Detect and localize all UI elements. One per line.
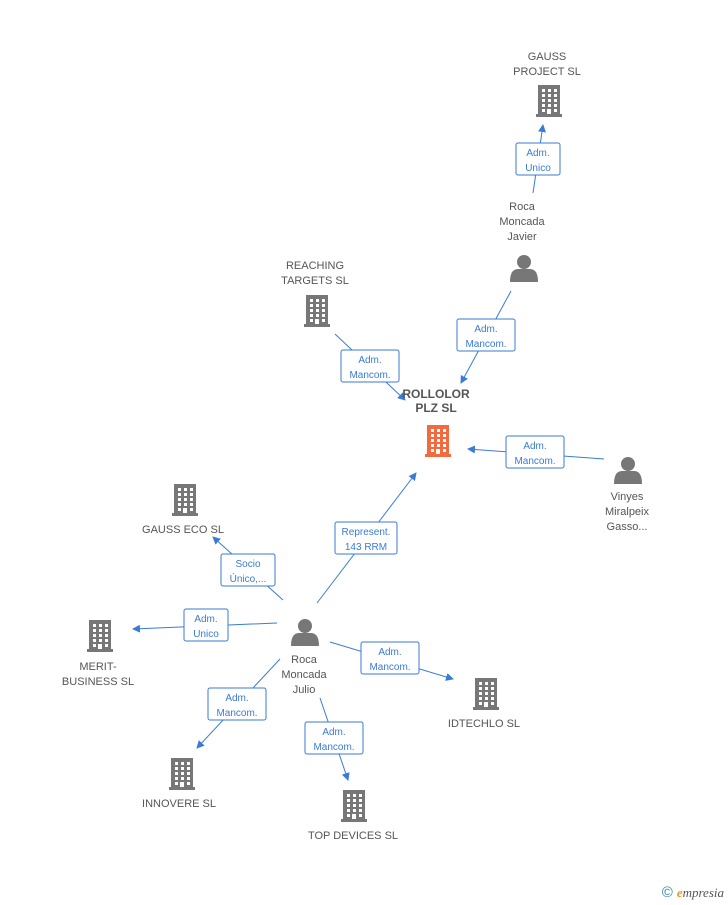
node-gauss-project[interactable]: GAUSS PROJECT SL — [513, 51, 581, 117]
edge-label-line: Socio — [235, 559, 260, 570]
edge-roca-julio-to-idtechlo: Adm. Mancom. — [329, 641, 454, 681]
node-label-line: TARGETS SL — [281, 275, 349, 287]
edge-label-line: Unico — [525, 163, 551, 174]
edge-label-line: Mancom. — [514, 456, 555, 467]
node-label-line: Moncada — [281, 669, 327, 681]
edge-label-box[interactable] — [183, 608, 229, 642]
edge-label-line: Adm. — [474, 324, 497, 335]
node-top-devices[interactable]: TOP DEVICES SL — [308, 790, 398, 842]
node-gauss-eco[interactable]: GAUSS ECO SL — [142, 484, 224, 536]
node-reaching[interactable]: REACHING TARGETS SL — [281, 260, 349, 327]
building-icon — [172, 484, 198, 516]
edge-label-line: Unico — [193, 629, 219, 640]
node-label-line: Gasso... — [607, 521, 648, 533]
edge-label-box[interactable] — [456, 318, 516, 352]
edge-label-box[interactable] — [207, 687, 267, 721]
node-label-line: REACHING — [286, 260, 344, 272]
edge-roca-julio-to-merit: Adm. Unico — [132, 608, 278, 642]
node-label-line: PLZ SL — [415, 401, 456, 415]
edge-label-line: Mancom. — [349, 370, 390, 381]
node-label-line: Julio — [293, 684, 316, 696]
edge-label-line: Adm. — [322, 727, 345, 738]
edge-label-box[interactable] — [304, 721, 364, 755]
node-label-line: PROJECT SL — [513, 66, 581, 78]
edge-roca-javier-to-gauss-project: Adm. Unico — [515, 124, 561, 194]
edge-label-line: Adm. — [225, 693, 248, 704]
edge-label-line: Mancom. — [369, 662, 410, 673]
edge-label-line: Adm. — [358, 355, 381, 366]
copyright-icon: © — [661, 884, 673, 901]
edge-label-line: Adm. — [378, 647, 401, 658]
building-icon — [304, 295, 330, 327]
edge-label-box[interactable] — [505, 435, 565, 469]
node-label-line: Vinyes — [611, 491, 644, 503]
node-label-line: Javier — [507, 231, 537, 243]
edge-label-line: Mancom. — [216, 708, 257, 719]
person-icon — [614, 457, 642, 484]
edge-label-box[interactable] — [515, 142, 561, 176]
edge-label-box[interactable] — [220, 553, 276, 587]
node-innovere[interactable]: INNOVERE SL — [142, 758, 216, 810]
person-icon — [510, 255, 538, 282]
brand-initial: e — [676, 884, 683, 900]
node-label-line: Miralpeix — [605, 506, 650, 518]
node-vinyes[interactable]: VinyesMiralpeixGasso... — [605, 457, 650, 533]
edge-reaching-to-rollolor: Adm. Mancom. — [334, 333, 406, 401]
edge-roca-julio-to-top-devices: Adm. Mancom. — [304, 697, 364, 781]
node-label-line: GAUSS ECO SL — [142, 524, 224, 536]
building-icon — [536, 85, 562, 117]
node-label-line: BUSINESS SL — [62, 676, 134, 688]
node-label-line: MERIT- — [79, 661, 117, 673]
node-label-line: IDTECHLO SL — [448, 718, 520, 730]
building-icon — [473, 678, 499, 710]
building-icon — [341, 790, 367, 822]
node-label-line: Roca — [509, 201, 536, 213]
edge-label-line: 143 RRM — [345, 542, 387, 553]
edge-roca-julio-to-innovere: Adm. Mancom. — [196, 658, 281, 749]
edge-label-line: Represent. — [342, 527, 391, 538]
edge-vinyes-to-rollolor: Adm. Mancom. — [467, 435, 605, 469]
node-label-line: Roca — [291, 654, 318, 666]
edge-roca-julio-to-rollolor: Represent. 143 RRM — [316, 472, 417, 604]
edge-label-box[interactable] — [360, 641, 420, 675]
building-icon — [87, 620, 113, 652]
node-merit[interactable]: MERIT- BUSINESS SL — [62, 620, 134, 688]
building-icon — [169, 758, 195, 790]
node-label-line: TOP DEVICES SL — [308, 830, 398, 842]
edge-label-line: Mancom. — [313, 742, 354, 753]
node-idtechlo[interactable]: IDTECHLO SL — [448, 678, 520, 730]
brand-name: mpresia — [682, 884, 724, 900]
edge-roca-javier-to-rollolor: Adm. Mancom. — [456, 290, 516, 384]
node-label-line: GAUSS — [528, 51, 567, 63]
node-label-line: ROLLOLOR — [402, 387, 470, 401]
node-label-line: INNOVERE SL — [142, 798, 216, 810]
person-icon — [291, 619, 319, 646]
edge-label-box[interactable] — [334, 521, 398, 555]
edge-roca-julio-to-gauss-eco: SocioÚnico,... — [212, 536, 284, 601]
edge-label-line: Adm. — [194, 614, 217, 625]
edge-label-box[interactable] — [340, 349, 400, 383]
edge-label-line: Adm. — [523, 441, 546, 452]
edge-label-line: Adm. — [526, 148, 549, 159]
building-icon — [425, 425, 451, 457]
node-label-line: Moncada — [499, 216, 545, 228]
edge-label-line: Mancom. — [465, 339, 506, 350]
edge-label-line: Único,... — [230, 572, 267, 585]
